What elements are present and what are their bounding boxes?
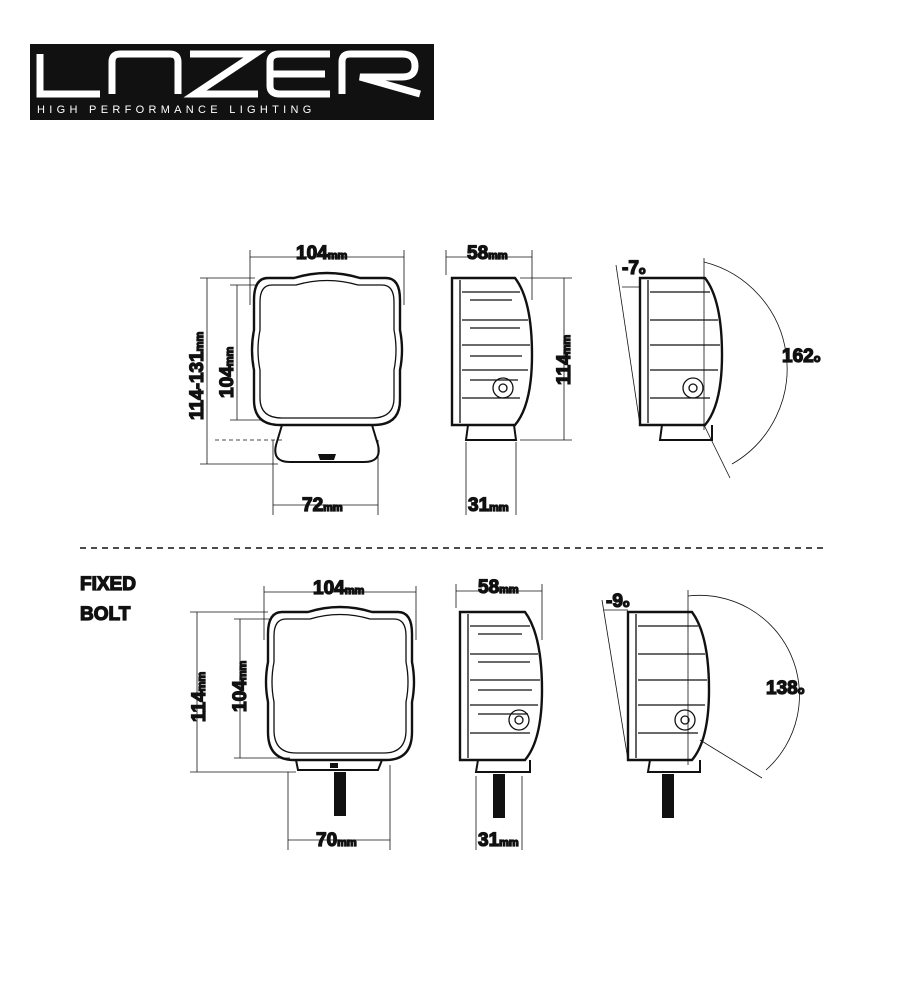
top-bracket-width: 72mm: [302, 495, 343, 516]
bottom-front-body-height: 104mm: [230, 661, 251, 712]
bottom-rotation-view: [601, 590, 800, 818]
bottom-min-angle: -9o: [606, 591, 630, 612]
bottom-front-width: 104mm: [313, 578, 364, 599]
top-side-height: 114mm: [554, 335, 575, 385]
top-side-depth: 58mm: [467, 243, 508, 264]
top-front-width: 104mm: [296, 243, 347, 264]
bottom-side-depth: 58mm: [478, 577, 519, 598]
bottom-base-depth: 31mm: [478, 830, 519, 851]
top-front-body-height: 104mm: [217, 347, 238, 398]
top-base-depth: 31mm: [468, 495, 509, 516]
bottom-base-width: 70mm: [316, 830, 357, 851]
top-side-view: [445, 250, 572, 515]
top-rotation-view: [615, 258, 788, 479]
bottom-front-view: [190, 586, 417, 850]
bottom-side-view: [455, 584, 544, 850]
config-label-bolt: BOLT: [80, 604, 131, 625]
config-label-fixed: FIXED: [80, 574, 136, 595]
top-front-height-range: 114-131mm: [187, 332, 208, 420]
top-front-view: [200, 250, 405, 515]
top-min-angle: -7o: [622, 258, 646, 279]
top-rotation-range: 162o: [782, 346, 821, 367]
bottom-rotation-range: 138o: [766, 678, 805, 699]
logo-tagline: HIGH PERFORMANCE LIGHTING: [37, 104, 316, 116]
lazer-logo: HIGH PERFORMANCE LIGHTING: [30, 44, 434, 120]
bottom-front-height: 114mm: [189, 672, 210, 722]
